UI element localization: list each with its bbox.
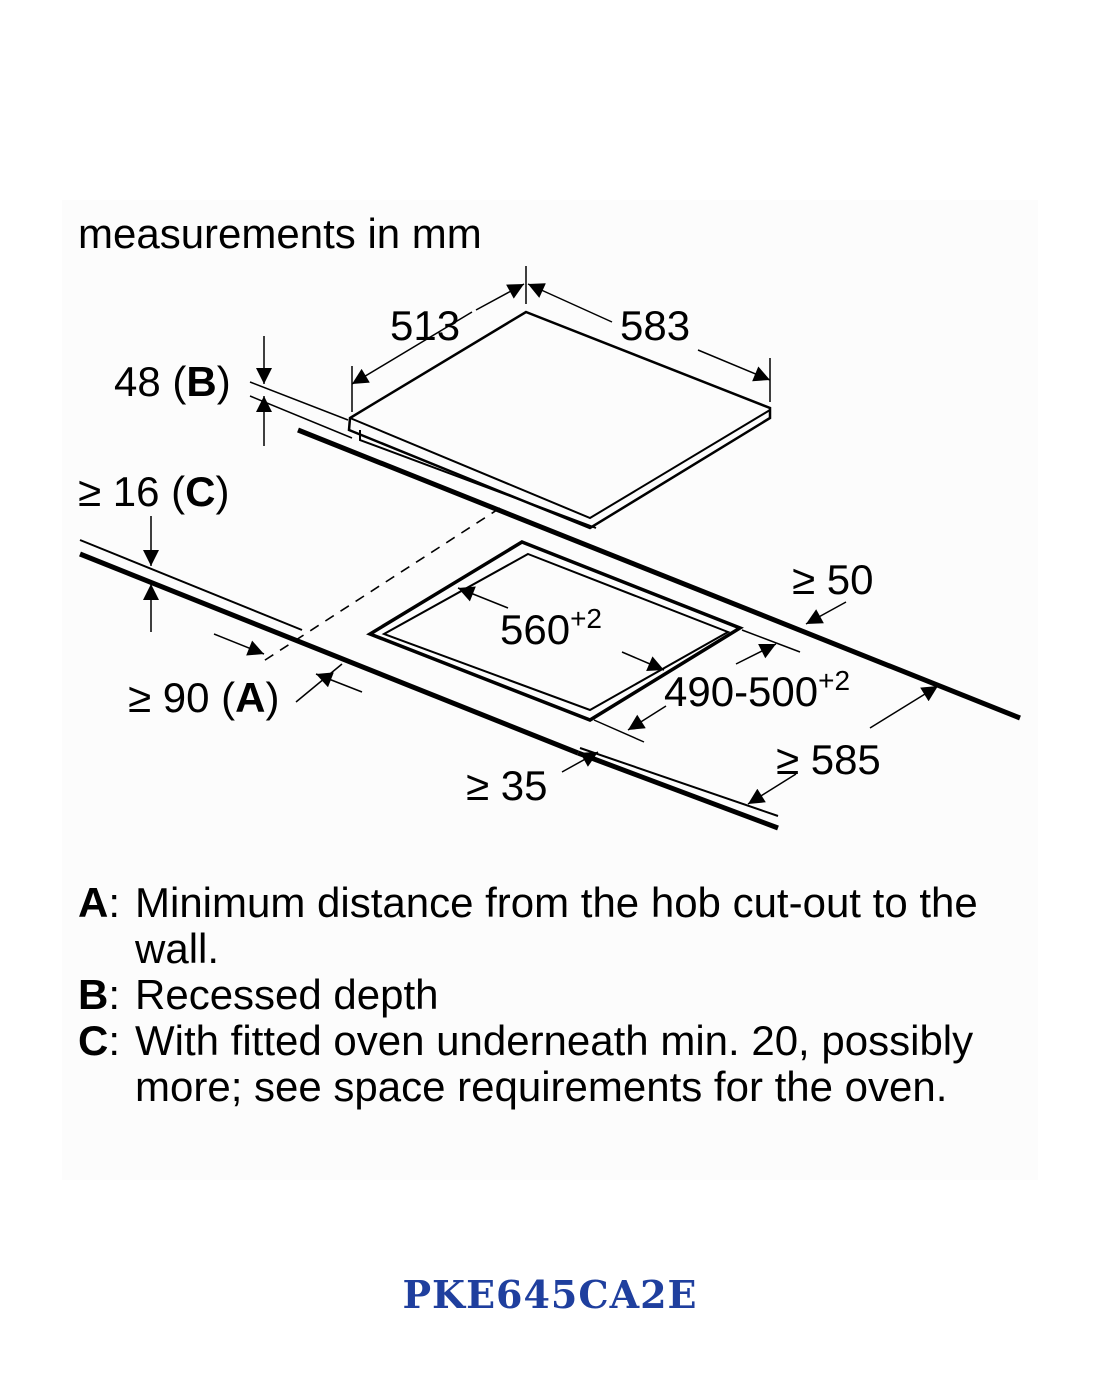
dimension-48-b: 48 (B) — [114, 336, 353, 446]
note-c-text: With fitted oven underneath min. 20, pos… — [135, 1017, 974, 1110]
label-35: ≥ 35 — [466, 762, 547, 809]
note-b: B: Recessed depth — [78, 971, 439, 1018]
projection-line — [261, 507, 501, 663]
note-b-text: Recessed depth — [135, 971, 439, 1018]
dimension-513: 513 — [351, 266, 527, 412]
note-c: C: With fitted oven underneath min. 20, … — [78, 1017, 974, 1110]
label-16-c: ≥ 16 (C) — [78, 468, 229, 515]
label-90-a: ≥ 90 (A) — [128, 674, 279, 721]
diagram-panel — [62, 200, 1038, 1180]
dimension-583: 583 — [527, 283, 771, 402]
label-560: 560+2 — [500, 603, 602, 653]
label-513: 513 — [390, 302, 460, 349]
measurement-caption: measurements in mm — [78, 210, 482, 257]
legend-notes: A: Minimum distance from the hob cut-out… — [78, 880, 978, 1110]
label-585: ≥ 585 — [776, 736, 881, 783]
dimension-490-500: 490-500+2 — [593, 629, 850, 743]
label-50: ≥ 50 — [792, 556, 873, 603]
model-number: PKE645CA2E — [402, 1272, 698, 1317]
worktop-edges — [79, 427, 1021, 831]
note-a-text: Minimum distance from the hob cut-out to… — [135, 879, 978, 972]
dimension-35: ≥ 35 — [466, 751, 599, 809]
note-a: A: Minimum distance from the hob cut-out… — [78, 879, 978, 972]
label-583: 583 — [620, 302, 690, 349]
dimension-50: ≥ 50 — [792, 556, 873, 625]
dimension-90-a: ≥ 90 (A) — [128, 633, 363, 721]
dimension-560: 560+2 — [457, 586, 665, 672]
label-490-500: 490-500+2 — [664, 665, 850, 715]
label-48-b: 48 (B) — [114, 358, 231, 405]
dimension-585: ≥ 585 — [747, 685, 939, 805]
hob-cutout — [366, 540, 744, 722]
hob-outline — [347, 310, 772, 530]
dimension-16-c: ≥ 16 (C) — [78, 468, 229, 632]
